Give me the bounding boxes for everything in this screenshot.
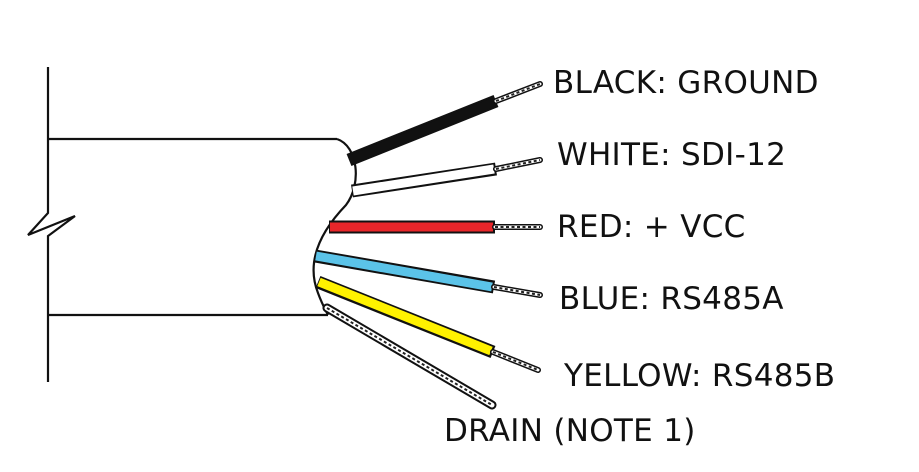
yellow-wire-label: YELLOW: RS485B [564, 358, 836, 394]
cable-break-line [27, 67, 76, 382]
drain-wire [322, 303, 497, 410]
yellow-wire [315, 275, 541, 373]
white-wire-label: WHITE: SDI-12 [557, 137, 787, 173]
cable-jacket-end [312, 137, 357, 316]
red-wire-label: RED: + VCC [557, 209, 746, 245]
black-wire [346, 81, 543, 167]
blue-wire [313, 249, 543, 298]
blue-wire-label: BLUE: RS485A [559, 281, 784, 317]
drain-wire-label: DRAIN (NOTE 1) [444, 413, 696, 449]
white-wire [351, 157, 543, 198]
black-wire-label: BLACK: GROUND [553, 65, 819, 101]
